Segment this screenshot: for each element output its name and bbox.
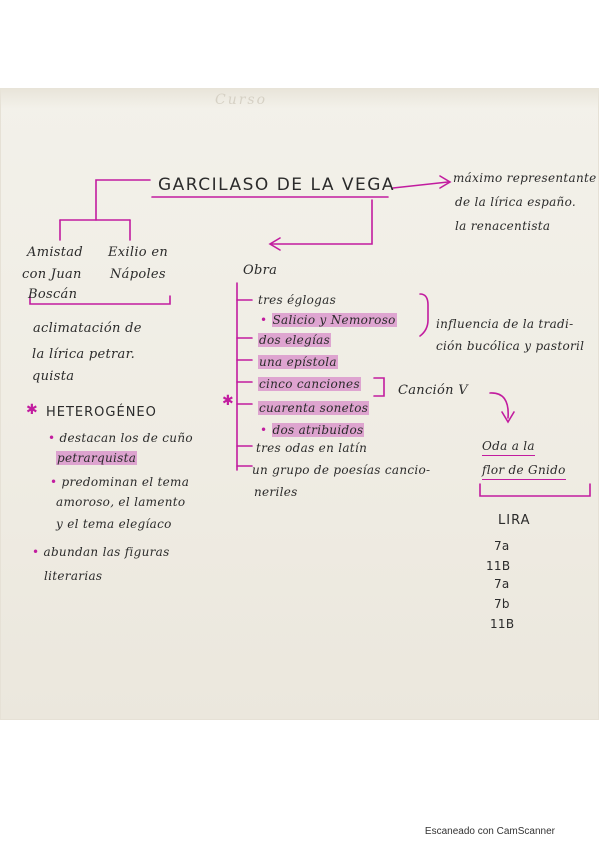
lira-line-5: 11B — [490, 617, 515, 631]
het-item-3-line-2: literarias — [44, 569, 103, 583]
right-note-line-3: la renacentista — [455, 219, 551, 233]
obra-item-epistola: una epístola — [258, 355, 338, 369]
oda-line-2: flor de Gnido — [482, 463, 566, 480]
obra-item-atribuidos: dos atribuidos — [260, 423, 365, 437]
cancion-v: Canción V — [398, 383, 468, 398]
lira-line-4: 7b — [494, 597, 510, 611]
obra-item-eglogas: tres églogas — [258, 293, 337, 307]
left-branch-line-3: Boscán — [28, 287, 78, 302]
obra-item-salicio: Salicio y Nemoroso — [260, 313, 397, 327]
right-note-line-2: de la lírica españo. — [455, 195, 576, 209]
aclimatacion-line-2: la lírica petrar. — [32, 347, 136, 362]
obra-label: Obra — [243, 263, 278, 278]
scanner-footer: Escaneado con CamScanner — [424, 826, 555, 837]
lira-line-2: 11B — [486, 559, 511, 573]
het-item-2-line-2: amoroso, el lamento — [56, 495, 186, 509]
notebook-page — [0, 88, 599, 720]
heterogeneo-heading: HETEROGÉNEO — [46, 405, 157, 420]
left-branch-line-2: con Juan — [22, 267, 82, 282]
left-branch-line-1: Amistad — [27, 245, 83, 260]
main-title: GARCILASO DE LA VEGA — [158, 175, 396, 195]
lira-line-3: 7a — [494, 577, 510, 591]
obra-item-poesias-1: un grupo de poesías cancio- — [252, 463, 431, 477]
faint-header: Curso — [215, 92, 268, 108]
aclimatacion-line-3: quista — [32, 369, 75, 384]
exilio-line-1: Exilio en — [108, 245, 169, 260]
het-item-1-line-2: petrarquista — [56, 451, 138, 465]
het-item-2-line-1: predominan el tema — [50, 476, 189, 488]
het-item-1-line-1: destacan los de cuño — [48, 432, 193, 444]
influence-line-1: influencia de la tradi- — [436, 317, 574, 331]
exilio-line-2: Nápoles — [110, 267, 166, 282]
influence-line-2: ción bucólica y pastoril — [436, 339, 585, 353]
right-note-line-1: máximo representante — [453, 171, 597, 185]
aclimatacion-line-1: aclimatación de — [33, 321, 142, 336]
obra-item-elegias: dos elegías — [258, 333, 332, 347]
oda-line-1: Oda a la — [482, 439, 535, 456]
het-item-3-line-1: abundan las figuras — [32, 546, 170, 558]
obra-item-poesias-2: neriles — [254, 485, 298, 499]
lira-heading: LIRA — [498, 513, 531, 528]
het-item-2-line-3: y el tema elegíaco — [56, 517, 172, 531]
obra-item-odas: tres odas en latín — [256, 441, 368, 455]
obra-item-sonetos: cuarenta sonetos — [258, 401, 370, 415]
asterisk-icon-2: ✱ — [222, 393, 235, 409]
lira-line-1: 7a — [494, 539, 510, 553]
obra-item-canciones: cinco canciones — [258, 377, 361, 391]
asterisk-icon: ✱ — [26, 402, 39, 418]
